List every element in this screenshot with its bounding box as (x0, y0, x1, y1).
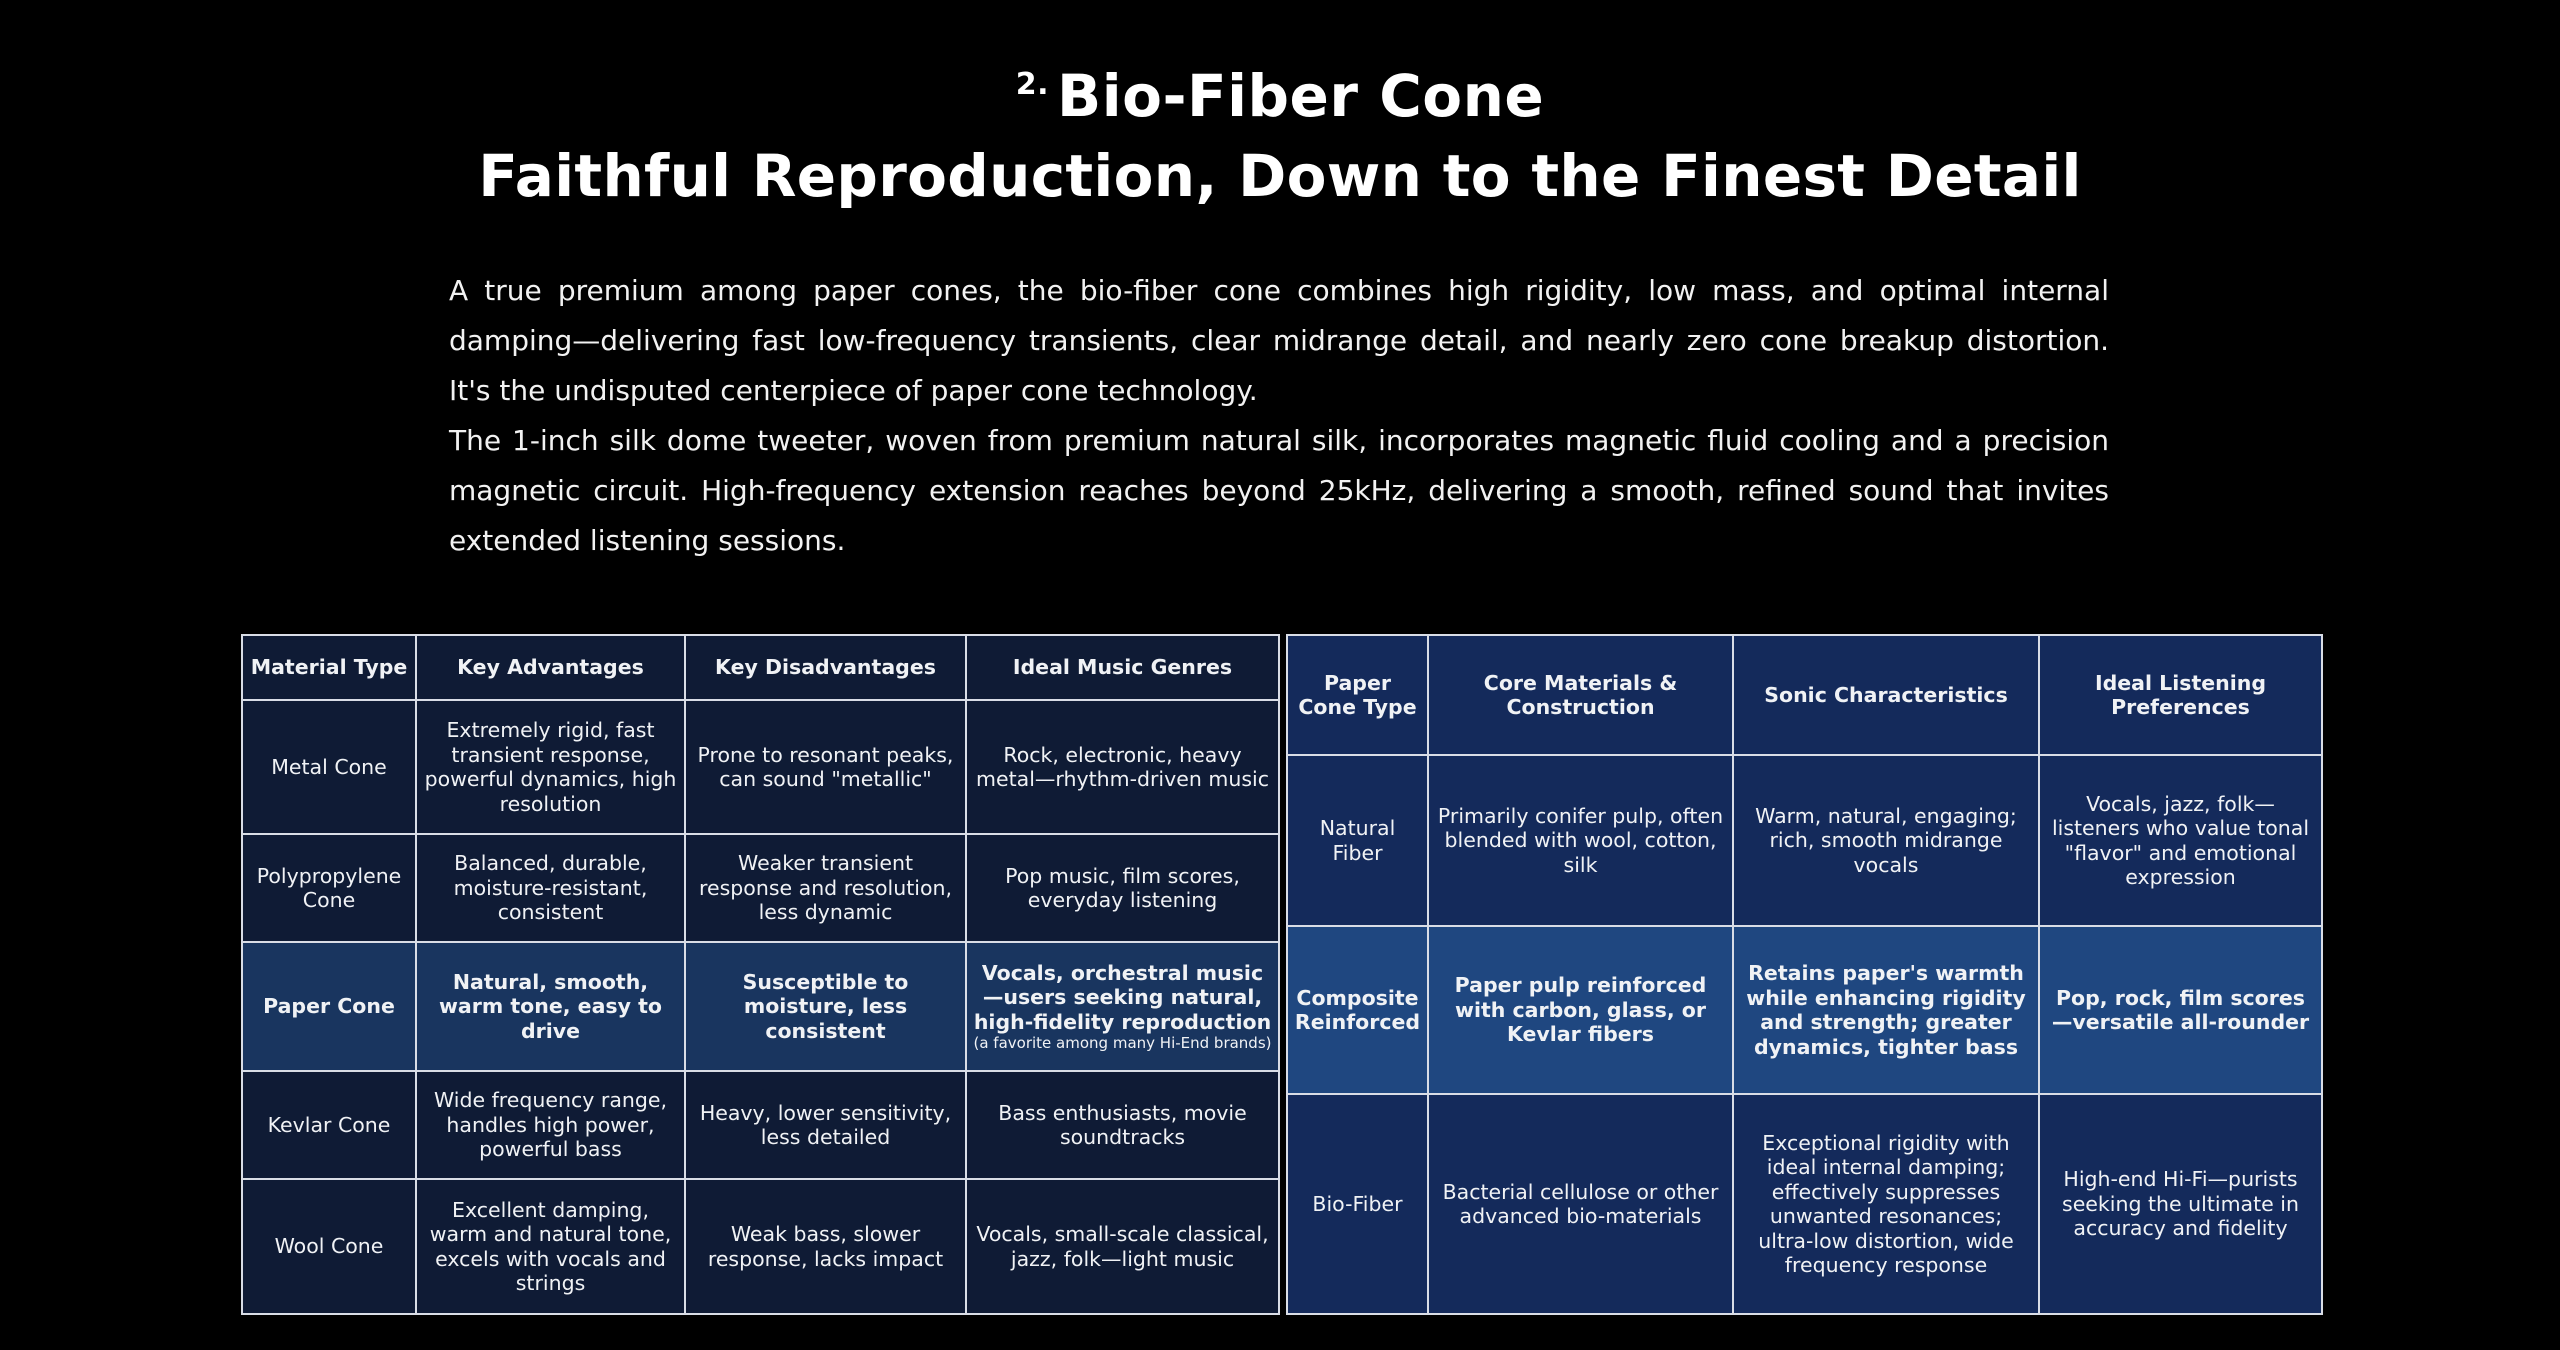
advantages-cell: Wide frequency range, handles high power… (415, 1070, 686, 1180)
advantages-cell: Excellent damping, warm and natural tone… (415, 1178, 686, 1315)
section-subtitle: Faithful Reproduction, Down to the Fines… (478, 142, 2082, 210)
materials-cell: Paper pulp reinforced with carbon, glass… (1427, 925, 1734, 1095)
disadvantages-cell: Weak bass, slower response, lacks impact (684, 1178, 967, 1315)
column-header: Core Materials & Construction (1427, 634, 1734, 756)
material-type-cell: Paper Cone (241, 941, 417, 1072)
genres-cell: Vocals, orchestral music—users seeking n… (965, 941, 1280, 1072)
column-header: Ideal Listening Preferences (2038, 634, 2323, 756)
materials-cell: Primarily conifer pulp, often blended wi… (1427, 754, 1734, 927)
table-row-highlighted: Paper Cone Natural, smooth, warm tone, e… (241, 941, 1280, 1072)
genres-cell: Rock, electronic, heavy metal—rhythm-dri… (965, 699, 1280, 835)
column-header: Paper Cone Type (1286, 634, 1429, 756)
table-row: Metal Cone Extremely rigid, fast transie… (241, 699, 1280, 835)
material-type-cell: Kevlar Cone (241, 1070, 417, 1180)
material-type-cell: Wool Cone (241, 1178, 417, 1315)
preferences-cell: Pop, rock, film scores—versatile all-rou… (2038, 925, 2323, 1095)
disadvantages-cell: Prone to resonant peaks, can sound "meta… (684, 699, 967, 835)
paper-type-cell: Natural Fiber (1286, 754, 1429, 927)
intro-text: A true premium among paper cones, the bi… (449, 266, 2109, 566)
table-row: Wool Cone Excellent damping, warm and na… (241, 1178, 1280, 1315)
advantages-cell: Balanced, durable, moisture-resistant, c… (415, 833, 686, 943)
material-type-cell: Metal Cone (241, 699, 417, 835)
genres-cell: Bass enthusiasts, movie soundtracks (965, 1070, 1280, 1180)
sonic-cell: Warm, natural, engaging; rich, smooth mi… (1732, 754, 2040, 927)
table-header-row: Material Type Key Advantages Key Disadva… (241, 634, 1280, 701)
intro-paragraph-2: The 1-inch silk dome tweeter, woven from… (449, 424, 2109, 557)
paper-type-cell: Bio-Fiber (1286, 1093, 1429, 1315)
preferences-cell: High-end Hi-Fi—purists seeking the ultim… (2038, 1093, 2323, 1315)
genres-note: (a favorite among many Hi-End brands) (973, 1034, 1272, 1053)
material-type-cell: Polypropylene Cone (241, 833, 417, 943)
table-row: Bio-Fiber Bacterial cellulose or other a… (1286, 1093, 2323, 1315)
advantages-cell: Natural, smooth, warm tone, easy to driv… (415, 941, 686, 1072)
paper-cone-types-table: Paper Cone Type Core Materials & Constru… (1286, 634, 2323, 1315)
column-header: Key Disadvantages (684, 634, 967, 701)
column-header: Sonic Characteristics (1732, 634, 2040, 756)
genres-text: Vocals, orchestral music—users seeking n… (973, 960, 1272, 1034)
table-row: Natural Fiber Primarily conifer pulp, of… (1286, 754, 2323, 927)
section-number: 2. (1015, 67, 1050, 102)
column-header: Key Advantages (415, 634, 686, 701)
column-header: Material Type (241, 634, 417, 701)
table-row-highlighted: Composite Reinforced Paper pulp reinforc… (1286, 925, 2323, 1095)
paper-type-cell: Composite Reinforced (1286, 925, 1429, 1095)
sonic-cell: Retains paper's warmth while enhancing r… (1732, 925, 2040, 1095)
table-header-row: Paper Cone Type Core Materials & Constru… (1286, 634, 2323, 756)
preferences-cell: Vocals, jazz, folk—listeners who value t… (2038, 754, 2323, 927)
genres-cell: Pop music, film scores, everyday listeni… (965, 833, 1280, 943)
sonic-cell: Exceptional rigidity with ideal internal… (1732, 1093, 2040, 1315)
advantages-cell: Extremely rigid, fast transient response… (415, 699, 686, 835)
intro-paragraph-1: A true premium among paper cones, the bi… (449, 274, 2109, 407)
disadvantages-cell: Susceptible to moisture, less consistent (684, 941, 967, 1072)
disadvantages-cell: Weaker transient response and resolution… (684, 833, 967, 943)
disadvantages-cell: Heavy, lower sensitivity, less detailed (684, 1070, 967, 1180)
material-comparison-table: Material Type Key Advantages Key Disadva… (241, 634, 1280, 1315)
table-row: Polypropylene Cone Balanced, durable, mo… (241, 833, 1280, 943)
table-row: Kevlar Cone Wide frequency range, handle… (241, 1070, 1280, 1180)
genres-cell: Vocals, small-scale classical, jazz, fol… (965, 1178, 1280, 1315)
materials-cell: Bacterial cellulose or other advanced bi… (1427, 1093, 1734, 1315)
column-header: Ideal Music Genres (965, 634, 1280, 701)
section-title-text: Bio-Fiber Cone (1057, 62, 1545, 130)
section-title: 2.Bio-Fiber Cone (0, 62, 2560, 130)
